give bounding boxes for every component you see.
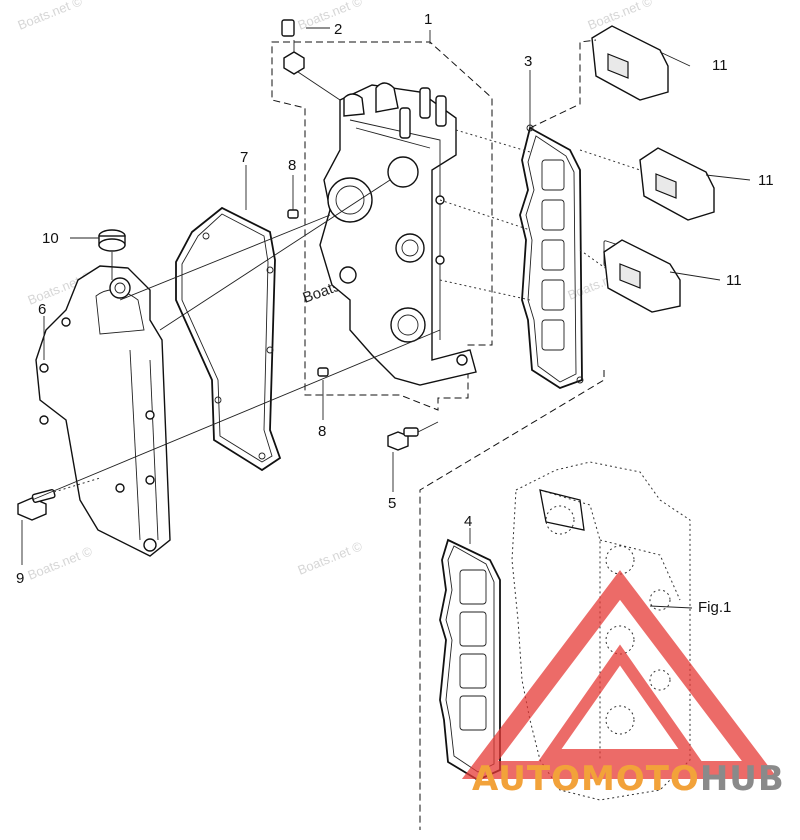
callout-11-top: 11 [712,57,728,74]
part-11-reed-valve-middle [639,147,751,221]
part-11-reed-valve-bottom [603,239,721,313]
part-4-gasket [439,538,501,782]
callout-2: 2 [334,21,342,38]
watermark-top-left: Boats.net © [16,0,85,33]
brand-wordmark-text: AUTOMOTOHUB [472,759,785,799]
callout-5: 5 [388,495,396,512]
assembly-1-outline [271,41,493,411]
callout-11-middle: 11 [758,172,774,189]
part-8-dowel-upper [287,209,299,219]
part-11-reed-valve-top [591,25,691,278]
figure-label-fig1: Fig.1 [698,599,731,616]
callout-1: 1 [424,11,432,28]
part-5-bolt [387,421,439,451]
watermark-top-mid: Boats.net © [296,0,365,33]
watermark-top-right: Boats.net © [586,0,655,33]
callout-3: 3 [524,53,532,70]
part-6-outer-cover [35,265,171,557]
watermark-lower-mid: Boats.net © [296,538,365,578]
fig1-frame-line [419,370,605,830]
callout-leaders [21,27,531,565]
brand-part2: HUB [700,759,785,799]
callout-9: 9 [16,570,24,587]
part-1-cover-body [319,82,477,386]
brand-part1: AUTOMOTO [472,759,700,799]
part-7-gasket [175,206,282,472]
part-3-gasket [519,124,584,389]
callout-10: 10 [42,230,59,247]
callout-labels: 2 1 3 11 11 11 7 8 8 10 6 9 5 4 Fig.1 [16,11,774,616]
part-8-dowel-lower [317,367,329,377]
fig1-engine-block [511,461,693,801]
callout-8-upper: 8 [288,157,296,174]
watermark-lower-left: Boats.net © [26,543,95,583]
callout-8-lower: 8 [318,423,326,440]
part-10-cap [98,229,126,280]
callout-4: 4 [464,513,472,530]
callout-7: 7 [240,149,248,166]
brand-logo-triangle [461,570,779,779]
brand-wordmark: AUTOMOTOHUB [472,759,785,799]
callout-11-bottom: 11 [726,272,742,289]
part-2-nipple [281,19,341,101]
callout-6: 6 [38,301,46,318]
